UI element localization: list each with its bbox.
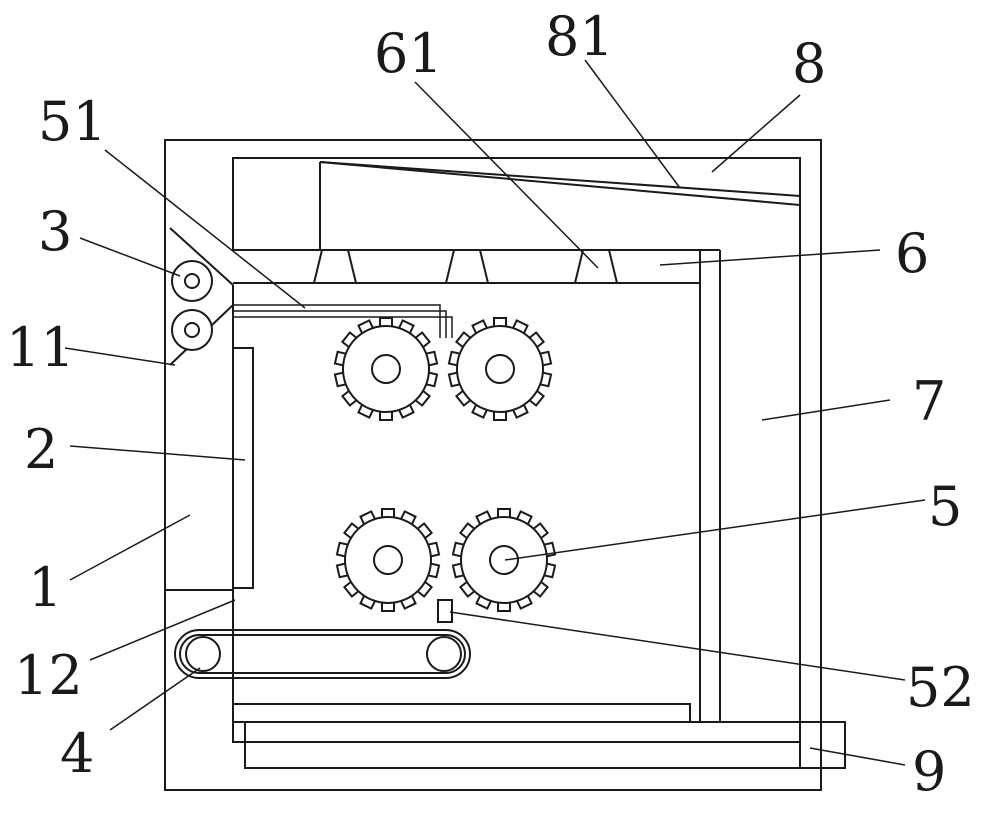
label-6: 6 [895, 222, 929, 285]
label-81: 81 [545, 5, 614, 68]
gear-lower-left [335, 508, 441, 612]
label-52: 52 [906, 656, 975, 719]
label-7: 7 [912, 370, 946, 433]
label-51: 51 [38, 90, 107, 153]
label-1: 1 [28, 556, 62, 619]
gear-upper-right [447, 317, 553, 421]
label-4: 4 [60, 722, 94, 785]
label-3: 3 [38, 200, 72, 263]
side-door [232, 347, 254, 589]
label-11: 11 [6, 316, 75, 379]
label-8: 8 [792, 32, 826, 95]
label-2: 2 [24, 418, 58, 481]
top-plate [319, 161, 801, 250]
label-9: 9 [912, 740, 946, 803]
gear-set [333, 317, 557, 612]
left-wall [165, 305, 254, 591]
feed-roller-bottom [171, 309, 213, 351]
inner-wall [232, 157, 801, 743]
screen-plate [233, 249, 720, 284]
label-12: 12 [14, 644, 83, 707]
leader-lines [64, 59, 926, 766]
gear-upper-left [333, 317, 439, 421]
part-labels: 51 3 11 2 1 12 4 61 81 8 6 7 5 52 9 [6, 5, 975, 803]
gear-lower-right [451, 508, 557, 612]
stop-block [437, 599, 453, 623]
guide-pipe [233, 304, 453, 338]
label-5: 5 [928, 475, 962, 538]
conveyor-belt [174, 629, 471, 679]
outer-housing [164, 139, 822, 791]
side-channel [699, 250, 721, 722]
bottom-tray [232, 703, 846, 769]
label-61: 61 [374, 22, 443, 85]
feed-roller-top [171, 260, 213, 302]
feed-hopper [169, 227, 234, 366]
